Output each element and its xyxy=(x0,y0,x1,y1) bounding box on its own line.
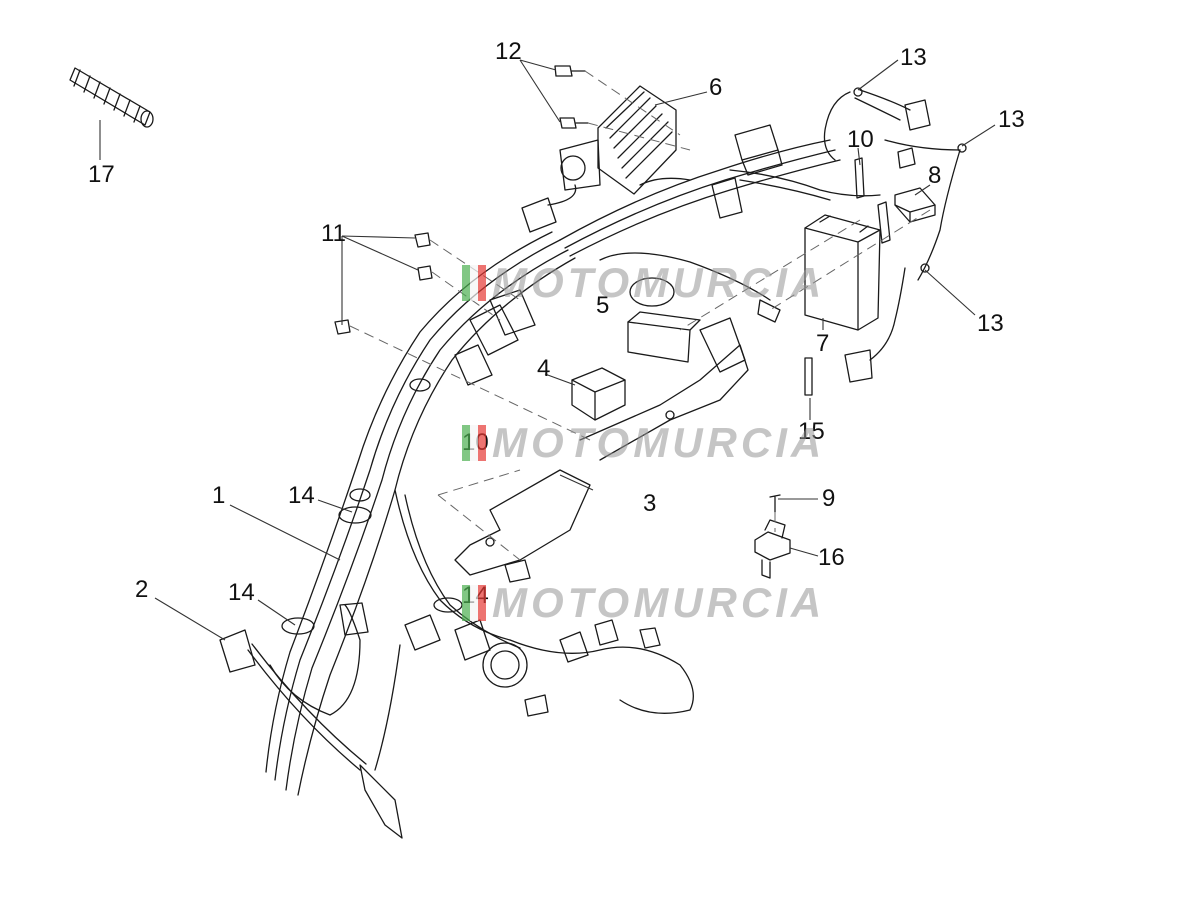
callout-3: 3 xyxy=(643,490,657,517)
callout-13-right: 13 xyxy=(998,106,1025,133)
switch-part xyxy=(754,494,791,579)
callout-14-left: 14 xyxy=(228,579,255,606)
callout-2: 2 xyxy=(135,576,149,603)
callout-13-top: 13 xyxy=(900,44,927,71)
fuse-part xyxy=(854,157,936,244)
mounting-bracket-part xyxy=(454,317,749,583)
watermark-logo-middle: MOTOMURCIA xyxy=(462,422,825,464)
flag-icon xyxy=(462,425,486,461)
callout-13-lower: 13 xyxy=(977,310,1004,337)
callout-12: 12 xyxy=(495,38,522,65)
callout-6: 6 xyxy=(709,74,723,101)
cable-tie-part xyxy=(281,506,463,635)
callout-8: 8 xyxy=(928,162,942,189)
callout-10-upper: 10 xyxy=(847,126,874,153)
callout-9: 9 xyxy=(822,485,836,512)
callout-15: 15 xyxy=(798,418,825,445)
callout-16: 16 xyxy=(818,544,845,571)
callout-4: 4 xyxy=(537,355,551,382)
watermark-logo-top: MOTOMURCIA xyxy=(462,262,825,304)
lambda-sensor-part xyxy=(219,602,403,839)
callout-leader-lines xyxy=(99,59,996,641)
watermark-logo-bottom: MOTOMURCIA xyxy=(462,582,825,624)
callout-17: 17 xyxy=(88,161,115,188)
callout-5: 5 xyxy=(596,292,610,319)
flag-icon xyxy=(462,585,486,621)
voltage-regulator-part xyxy=(521,85,677,233)
pin-part xyxy=(804,357,813,396)
battery-part xyxy=(804,214,881,331)
callout-11: 11 xyxy=(321,220,346,247)
callout-14-upper: 14 xyxy=(288,482,315,509)
assembly-dash-lines xyxy=(349,70,931,561)
spiral-sleeve-part xyxy=(69,67,154,128)
control-unit-part xyxy=(599,252,781,363)
callout-1: 1 xyxy=(212,482,226,509)
sensor-wire-part xyxy=(823,87,967,383)
relay-part xyxy=(571,367,626,421)
callout-7: 7 xyxy=(816,330,830,357)
bolt-part xyxy=(334,65,589,335)
main-wiring-harness xyxy=(265,124,881,796)
flag-icon xyxy=(462,265,486,301)
